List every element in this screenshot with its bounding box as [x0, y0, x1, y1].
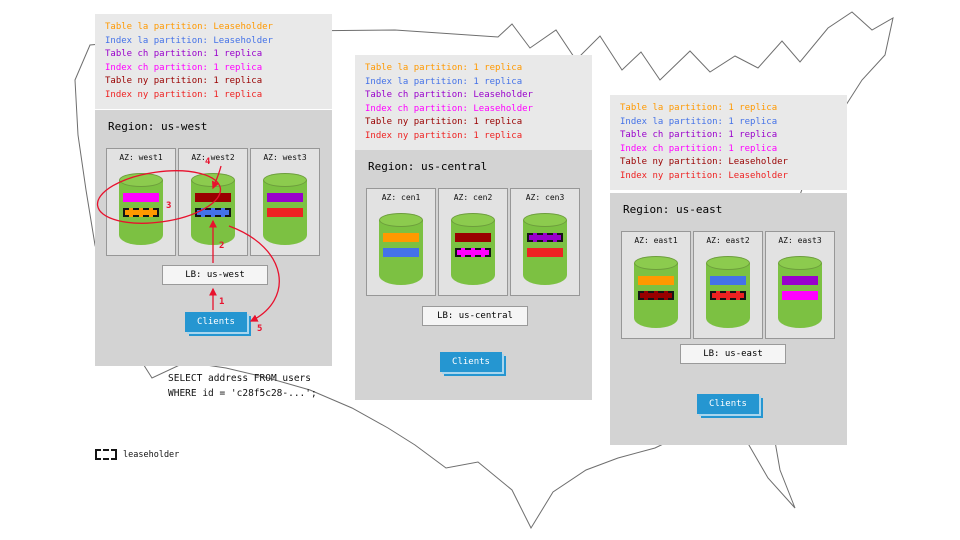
cylinder-top	[451, 213, 495, 227]
legend-line: Table la partition: 1 replica	[365, 63, 523, 73]
database-node-cylinder	[634, 256, 678, 328]
partition-bar-table-la	[383, 233, 419, 242]
az-east2: AZ: east2	[693, 231, 763, 339]
partition-bar-table-ch	[267, 193, 303, 202]
clients-box-us-west: Clients	[185, 312, 247, 332]
partition-bar-table-ny	[455, 233, 491, 242]
az-label: AZ: cen1	[381, 193, 421, 202]
partition-bar-index-ch-leaseholder	[455, 248, 491, 257]
partition-bar-table-ch	[782, 276, 818, 285]
az-label: AZ: east2	[706, 236, 750, 245]
az-west1: AZ: west1	[106, 148, 176, 256]
partition-bar-index-ny	[527, 248, 563, 257]
partition-bar-table-la	[638, 276, 674, 285]
sql-line-2: WHERE id = 'c28f5c28-...';	[168, 388, 317, 399]
sql-line-1: SELECT address FROM users	[168, 373, 311, 384]
partition-bar-index-ch	[123, 193, 159, 202]
legend-line: Index ny partition: 1 replica	[105, 89, 263, 100]
region-title: Region: us-east	[623, 203, 723, 216]
cylinder-top	[191, 173, 235, 187]
legend-line: Index ch partition: 1 replica	[620, 143, 778, 154]
leaseholder-legend-label: leaseholder	[123, 449, 180, 460]
legend-line: Index ch partition: Leaseholder	[365, 103, 533, 114]
az-label: AZ: east1	[634, 236, 678, 245]
cylinder-top	[379, 213, 423, 227]
cylinder-top	[263, 173, 307, 187]
region-title: Region: us-central	[368, 160, 488, 173]
clients-box-us-east: Clients	[697, 394, 759, 414]
az-east1: AZ: east1	[621, 231, 691, 339]
partition-bar-index-la-leaseholder	[195, 208, 231, 217]
database-node-cylinder	[191, 173, 235, 245]
partition-bar-index-ny	[267, 208, 303, 217]
partition-bar-table-ny	[195, 193, 231, 202]
leaseholder-legend: leaseholder	[95, 449, 179, 460]
legend-line: Index ch partition: 1 replica	[105, 62, 263, 73]
partition-bar-index-la	[710, 276, 746, 285]
az-west3: AZ: west3	[250, 148, 320, 256]
legend-line: Table ny partition: Leaseholder	[620, 157, 788, 167]
legend-box-us-central: Table la partition: 1 replica Index la p…	[355, 55, 592, 150]
cylinder-top	[523, 213, 567, 227]
az-label: AZ: cen2	[453, 193, 493, 202]
az-label: AZ: west3	[263, 153, 307, 162]
database-node-cylinder	[523, 213, 567, 285]
leaseholder-swatch-icon	[95, 449, 117, 460]
az-cen2: AZ: cen2	[438, 188, 508, 296]
legend-line: Table la partition: 1 replica	[620, 103, 778, 113]
legend-line: Table ny partition: 1 replica	[105, 76, 263, 86]
legend-line: Table la partition: Leaseholder	[105, 22, 273, 32]
database-node-cylinder	[263, 173, 307, 245]
cylinder-top	[778, 256, 822, 270]
database-node-cylinder	[119, 173, 163, 245]
database-node-cylinder	[706, 256, 750, 328]
az-cen1: AZ: cen1	[366, 188, 436, 296]
legend-box-us-east: Table la partition: 1 replica Index la p…	[610, 95, 847, 190]
az-label: AZ: east3	[778, 236, 822, 245]
az-label: AZ: west1	[119, 153, 163, 162]
legend-line: Table ny partition: 1 replica	[365, 117, 523, 127]
load-balancer-us-central: LB: us-central	[422, 306, 528, 326]
partition-bar-table-la-leaseholder	[123, 208, 159, 217]
partition-bar-table-ny-leaseholder	[638, 291, 674, 300]
region-us-east: Region: us-east AZ: east1 AZ: east2	[610, 193, 847, 445]
partition-bar-index-ch	[782, 291, 818, 300]
load-balancer-us-west: LB: us-west	[162, 265, 268, 285]
az-label: AZ: west2	[191, 153, 235, 162]
clients-box-us-central: Clients	[440, 352, 502, 372]
cylinder-top	[119, 173, 163, 187]
region-us-central: Region: us-central AZ: cen1 AZ: cen2	[355, 150, 592, 400]
partition-bar-table-ch-leaseholder	[527, 233, 563, 242]
database-node-cylinder	[778, 256, 822, 328]
database-node-cylinder	[379, 213, 423, 285]
cylinder-top	[634, 256, 678, 270]
region-us-west: Region: us-west AZ: west1 AZ: west2	[95, 110, 332, 366]
partition-bar-index-ny-leaseholder	[710, 291, 746, 300]
az-west2: AZ: west2	[178, 148, 248, 256]
legend-line: Table ch partition: 1 replica	[105, 49, 263, 59]
az-cen3: AZ: cen3	[510, 188, 580, 296]
legend-line: Table ch partition: Leaseholder	[365, 90, 533, 100]
cylinder-top	[706, 256, 750, 270]
legend-line: Table ch partition: 1 replica	[620, 130, 778, 140]
az-row: AZ: east1 AZ: east2 AZ: east3	[621, 231, 835, 339]
legend-line: Index la partition: 1 replica	[620, 116, 778, 127]
legend-box-us-west: Table la partition: Leaseholder Index la…	[95, 14, 332, 109]
az-row: AZ: west1 AZ: west2 AZ: west3	[106, 148, 320, 256]
az-label: AZ: cen3	[525, 193, 565, 202]
az-row: AZ: cen1 AZ: cen2 AZ: cen3	[366, 188, 580, 296]
partition-bar-index-la	[383, 248, 419, 257]
az-east3: AZ: east3	[765, 231, 835, 339]
legend-line: Index ny partition: 1 replica	[365, 130, 523, 141]
database-node-cylinder	[451, 213, 495, 285]
region-title: Region: us-west	[108, 120, 208, 133]
legend-line: Index ny partition: Leaseholder	[620, 170, 788, 181]
load-balancer-us-east: LB: us-east	[680, 344, 786, 364]
legend-line: Index la partition: 1 replica	[365, 76, 523, 87]
legend-line: Index la partition: Leaseholder	[105, 35, 273, 46]
